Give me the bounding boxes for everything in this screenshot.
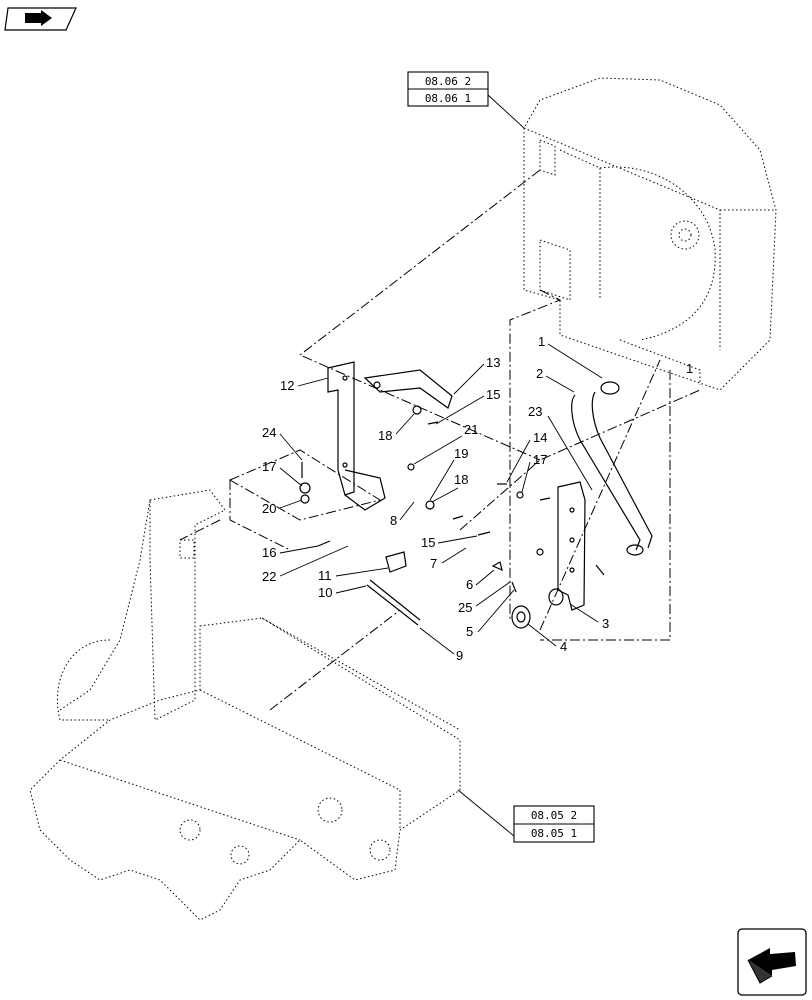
callout-1-housing[interactable]: 1 [686,361,693,376]
svg-text:7: 7 [430,556,437,571]
svg-text:18: 18 [378,428,392,443]
svg-text:24: 24 [262,425,276,440]
bracket-13 [363,369,453,409]
svg-text:5: 5 [466,624,473,639]
callout-7[interactable]: 7 [430,547,467,571]
hardware [299,405,605,629]
svg-text:23: 23 [528,404,542,419]
bracket-12 [327,361,386,511]
svg-text:15: 15 [421,535,435,550]
svg-text:2: 2 [536,366,543,381]
svg-text:17: 17 [533,452,547,467]
ref-top-1: 08.06 2 [425,75,471,88]
ref-box-top[interactable]: 08.06 2 08.06 1 [407,71,525,129]
svg-text:9: 9 [456,648,463,663]
svg-text:10: 10 [318,585,332,600]
callout-6[interactable]: 6 [466,569,495,592]
callout-19[interactable]: 19 [429,446,468,501]
ref-bottom-2: 08.05 1 [531,827,577,840]
svg-text:16: 16 [262,545,276,560]
svg-text:19: 19 [454,446,468,461]
svg-text:3: 3 [602,616,609,631]
svg-text:11: 11 [318,568,332,583]
svg-text:13: 13 [486,355,500,370]
ref-box-bottom[interactable]: 08.05 2 08.05 1 [457,789,595,843]
ref-bottom-1: 08.05 2 [531,809,577,822]
svg-text:1: 1 [538,334,545,349]
callout-8[interactable]: 8 [390,501,415,528]
callout-21[interactable]: 21 [413,422,478,465]
svg-text:4: 4 [560,639,567,654]
callout-17-right[interactable]: 17 [521,452,547,493]
callout-2[interactable]: 2 [536,366,575,393]
svg-text:15: 15 [486,387,500,402]
callout-25[interactable]: 25 [458,581,511,615]
callout-13[interactable]: 13 [453,355,500,395]
callout-23[interactable]: 23 [528,404,593,491]
bracket-3 [557,481,586,611]
callout-12[interactable]: 12 [280,377,329,393]
svg-text:18: 18 [454,472,468,487]
next-page-arrow-icon[interactable] [737,928,807,996]
callout-17-left[interactable]: 17 [262,459,303,487]
chassis-frame [29,489,461,921]
svg-text:8: 8 [390,513,397,528]
callout-1[interactable]: 1 [538,334,603,379]
callout-9[interactable]: 9 [419,627,463,663]
svg-text:14: 14 [533,430,547,445]
callout-22[interactable]: 22 [262,545,349,584]
svg-text:25: 25 [458,600,472,615]
ref-top-2: 08.06 1 [425,92,471,105]
callout-18-lower[interactable]: 18 [431,472,468,503]
callout-14[interactable]: 14 [506,430,547,483]
cooling-housing [523,77,777,391]
svg-text:22: 22 [262,569,276,584]
callout-5[interactable]: 5 [466,589,515,639]
svg-text:6: 6 [466,577,473,592]
callout-18-upper[interactable]: 18 [378,413,415,443]
navigation-arrow-icon[interactable] [4,7,77,31]
svg-text:12: 12 [280,378,294,393]
assembly-lines [179,169,701,711]
callout-24[interactable]: 24 [262,425,303,461]
hose-2 [571,381,653,556]
callout-3[interactable]: 3 [569,603,609,631]
callout-20[interactable]: 20 [262,499,303,516]
callout-15-lower[interactable]: 15 [421,535,478,550]
svg-text:1: 1 [686,361,693,376]
callout-4[interactable]: 4 [527,623,567,654]
svg-text:20: 20 [262,501,276,516]
callout-16[interactable]: 16 [262,545,319,560]
callout-15-upper[interactable]: 15 [435,387,500,425]
svg-text:21: 21 [464,422,478,437]
svg-text:17: 17 [262,459,276,474]
callout-11[interactable]: 11 [318,567,389,583]
callout-10[interactable]: 10 [318,585,367,600]
